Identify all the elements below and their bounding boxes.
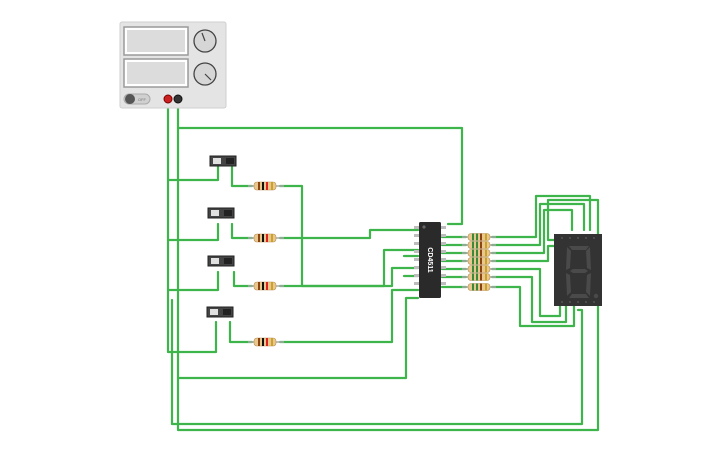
slide-switch-4[interactable] bbox=[206, 306, 234, 318]
seven-segment-display[interactable] bbox=[554, 234, 602, 306]
wire-ground-rail-3[interactable] bbox=[170, 298, 584, 426]
resistor-segment-c[interactable] bbox=[462, 249, 496, 257]
resistor-segment-b[interactable] bbox=[462, 241, 496, 249]
slide-switch-2[interactable] bbox=[207, 207, 235, 219]
wire-r4-ic[interactable] bbox=[278, 288, 420, 344]
power-switch-label: OFF bbox=[138, 97, 147, 102]
resistor-input-2[interactable] bbox=[248, 233, 284, 243]
wire-r3-ic[interactable] bbox=[278, 266, 420, 288]
negative-terminal[interactable] bbox=[173, 94, 183, 104]
resistor-input-1[interactable] bbox=[248, 181, 284, 191]
resistor-segment-f[interactable] bbox=[462, 273, 496, 281]
wire-seg-e[interactable] bbox=[490, 267, 562, 318]
resistor-segment-e[interactable] bbox=[462, 265, 496, 273]
resistor-input-3[interactable] bbox=[248, 281, 284, 291]
wire-switch3-r3[interactable] bbox=[232, 270, 254, 288]
power-supply[interactable]: OFF bbox=[119, 21, 227, 109]
wire-r2-ic[interactable] bbox=[278, 228, 420, 240]
slide-switch-3[interactable] bbox=[207, 255, 235, 267]
wire-seg-c[interactable] bbox=[490, 208, 574, 255]
wire-switch1-r1[interactable] bbox=[230, 164, 254, 188]
wire-seg-a[interactable] bbox=[490, 194, 592, 239]
ic-label: CD4511 bbox=[426, 247, 433, 272]
wire-ground-rail[interactable] bbox=[176, 126, 420, 380]
wire-seg-d[interactable] bbox=[490, 244, 558, 263]
segment-g bbox=[570, 269, 588, 273]
resistor-segment-a[interactable] bbox=[462, 233, 496, 241]
segment-b bbox=[586, 247, 591, 270]
wire-seg-f[interactable] bbox=[490, 275, 568, 324]
wire-switch2-r2[interactable] bbox=[230, 222, 254, 240]
wire-seg-b[interactable] bbox=[490, 202, 586, 247]
positive-terminal[interactable] bbox=[163, 94, 173, 104]
power-switch-knob bbox=[125, 94, 135, 104]
wire-r1-ic[interactable] bbox=[278, 184, 420, 288]
wire-power-negative[interactable] bbox=[176, 98, 464, 226]
wire-switch4-r4[interactable] bbox=[228, 320, 254, 344]
segment-e bbox=[566, 273, 571, 296]
wire-power-positive-bus[interactable] bbox=[166, 164, 220, 292]
display-digit bbox=[566, 246, 599, 299]
wire-seg-g[interactable] bbox=[490, 285, 576, 328]
ic-pin1-marker bbox=[422, 225, 426, 229]
segment-dp bbox=[593, 293, 599, 299]
slide-switch-1[interactable] bbox=[209, 155, 237, 167]
resistor-segment-d[interactable] bbox=[462, 257, 496, 265]
resistor-segment-g[interactable] bbox=[462, 283, 496, 291]
resistor-input-4[interactable] bbox=[248, 337, 284, 347]
segment-a bbox=[569, 246, 589, 250]
ic-body bbox=[419, 222, 441, 298]
segment-f bbox=[566, 247, 571, 270]
ic-cd4511[interactable]: CD4511 bbox=[414, 222, 446, 298]
segment-d bbox=[569, 294, 589, 298]
segment-c bbox=[586, 273, 591, 296]
wire-power-positive[interactable] bbox=[166, 98, 218, 354]
wire-ground-rail-2[interactable] bbox=[176, 198, 600, 432]
